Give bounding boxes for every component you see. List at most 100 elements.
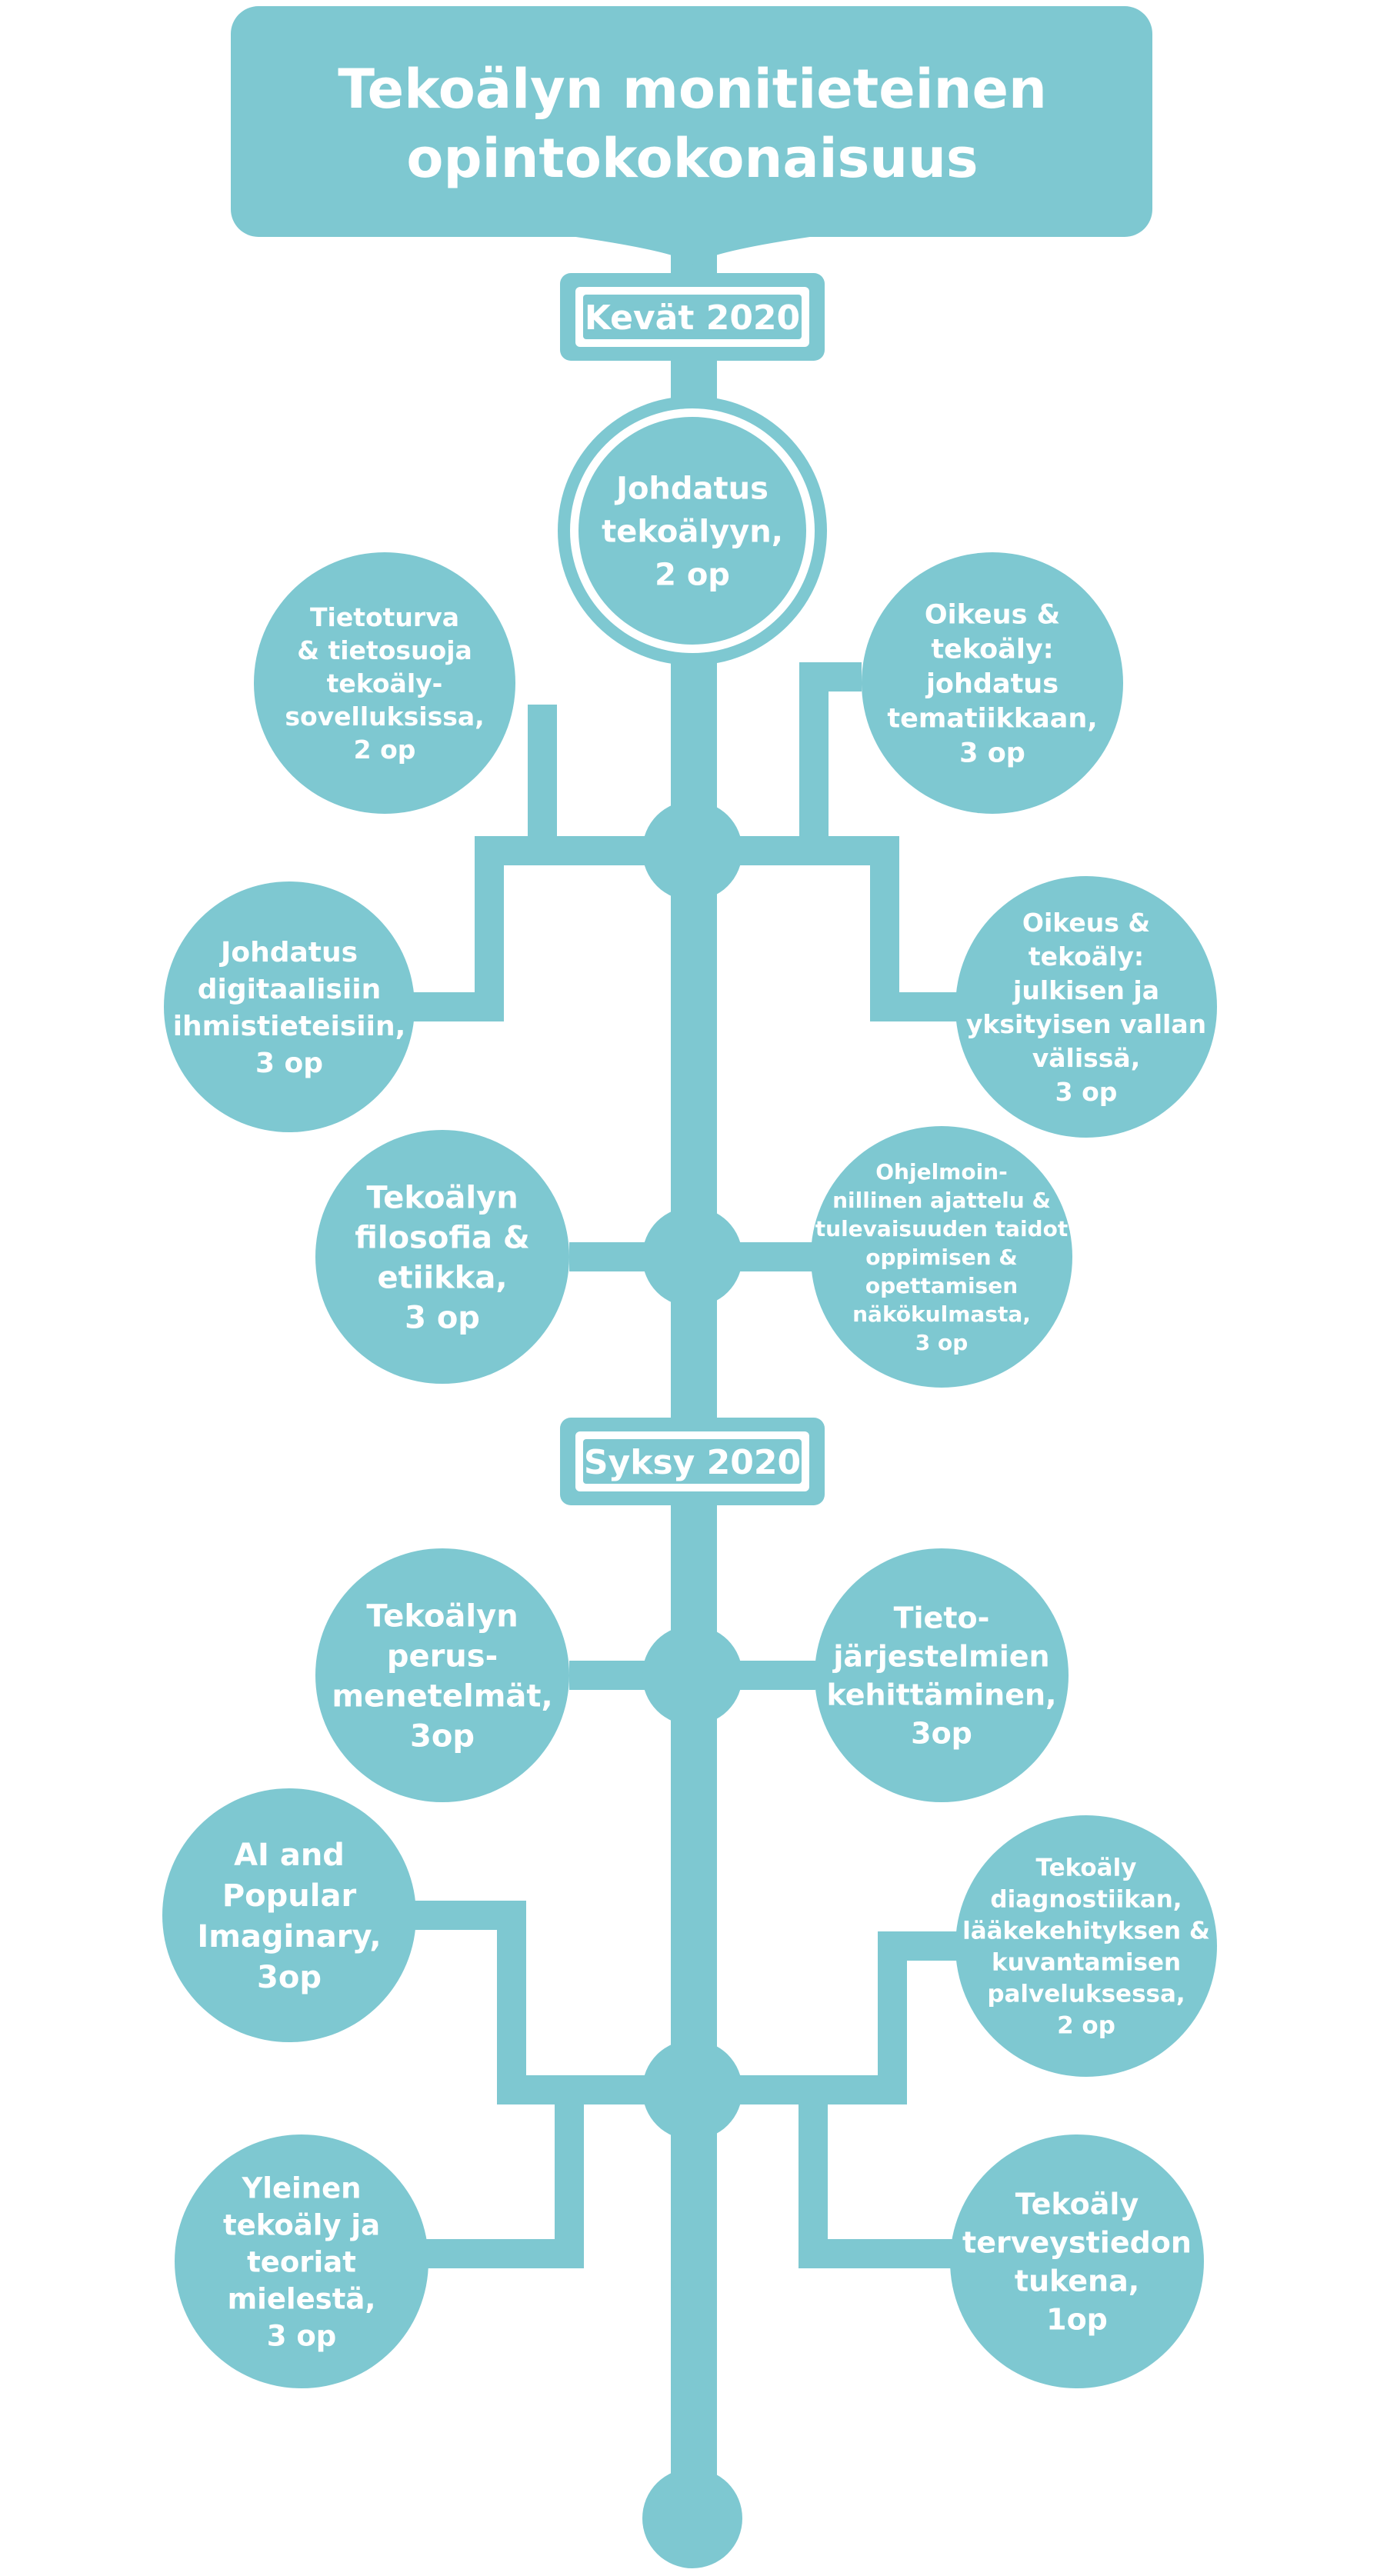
course-label-oikeus-vallan-line: tekoäly:	[1029, 941, 1144, 971]
course-label-filosofia-etiikka: Tekoälyn filosofia & etiikka, 3 op	[355, 1180, 530, 1335]
course-circle-terveystieto	[950, 2134, 1204, 2388]
course-label-oikeus-tematiikka-line: tematiikkaan,	[887, 704, 1097, 735]
course-label-terveystieto: Tekoäly terveystiedon tukena, 1op	[962, 2188, 1192, 2337]
end-node	[642, 2468, 742, 2568]
section-label-autumn: Syksy 2020	[584, 1443, 801, 1482]
course-label-filosofia-etiikka-line: etiikka,	[377, 1260, 507, 1295]
course-circle-perusmenetelmat	[315, 1548, 569, 1802]
course-label-digitaaliset-ihmistieteet-line: digitaalisiin	[198, 974, 381, 1005]
course-circle-tietoturva	[254, 552, 515, 814]
course-label-digitaaliset-ihmistieteet-line: Johdatus	[218, 937, 358, 968]
connector-oikeus-vallan	[692, 836, 969, 1021]
course-circle-johdatus-tekoalyyn	[578, 417, 806, 645]
course-label-ai-popular-imaginary-line: Imaginary,	[197, 1919, 381, 1954]
course-label-ai-popular-imaginary-line: 3op	[257, 1960, 322, 1995]
course-label-tietoturva-line: sovelluksissa,	[285, 701, 484, 731]
course-label-diagnostiikka-line: 2 op	[1057, 2012, 1115, 2040]
course-label-yleinen-tekoaly: Yleinen tekoäly ja teoriat mielestä, 3 op	[223, 2171, 380, 2352]
connector-digitaaliset	[408, 836, 692, 1021]
course-label-ai-popular-imaginary-line: AI and	[234, 1838, 345, 1873]
junction-node	[642, 1207, 742, 1307]
course-label-tietoturva-line: Tietoturva	[310, 602, 459, 632]
course-circle-oikeus-tematiikka	[862, 552, 1123, 814]
course-label-tietoturva-line: 2 op	[354, 735, 416, 765]
course-label-oikeus-vallan-line: julkisen ja	[1012, 975, 1159, 1005]
course-label-yleinen-tekoaly-line: teoriat	[247, 2245, 356, 2278]
course-label-oikeus-tematiikka-line: tekoäly:	[931, 635, 1053, 665]
course-label-terveystieto-line: Tekoäly	[1015, 2188, 1139, 2221]
course-label-johdatus-tekoalyyn-line: 2 op	[655, 557, 730, 592]
course-label-ohjelmoinnillinen-ajattelu: Ohjelmoin-nillinen ajattelu & tulevaisuud…	[815, 1159, 1068, 1355]
title-box-notch	[531, 231, 854, 265]
course-label-ohjelmoinnillinen-ajattelu-line: Ohjelmoin-	[875, 1159, 1008, 1185]
course-label-filosofia-etiikka-line: 3 op	[405, 1300, 480, 1335]
course-circle-filosofia-etiikka	[315, 1130, 569, 1384]
course-label-terveystieto-line: 1op	[1046, 2303, 1108, 2337]
course-label-ohjelmoinnillinen-ajattelu-line: näkökulmasta,	[852, 1301, 1031, 1327]
course-label-perusmenetelmat-line: 3op	[410, 1718, 475, 1754]
course-circle-oikeus-vallan	[955, 876, 1217, 1138]
course-circle-diagnostiikka	[955, 1815, 1217, 2077]
course-label-diagnostiikka-line: lääkekehityksen &	[962, 1918, 1210, 1945]
course-label-diagnostiikka-line: kuvantamisen	[992, 1949, 1181, 1977]
course-label-filosofia-etiikka-line: Tekoälyn	[366, 1180, 518, 1215]
course-label-johdatus-tekoalyyn-line: Johdatus	[614, 471, 769, 506]
title-text-line: Tekoälyn monitieteinen	[338, 58, 1047, 121]
title-box	[231, 6, 1152, 237]
course-label-ohjelmoinnillinen-ajattelu-line: oppimisen &	[865, 1245, 1017, 1270]
junction-node	[642, 2040, 742, 2140]
course-circle-yleinen-tekoaly	[175, 2134, 428, 2388]
section-box-inner	[583, 295, 802, 339]
course-circle-tietojarjestelmat	[815, 1548, 1069, 1802]
connector-ai-imaginary	[400, 1901, 692, 2104]
course-label-diagnostiikka-line: diagnostiikan,	[990, 1886, 1182, 1914]
connector-terveystieto	[692, 2075, 977, 2268]
course-label-terveystieto-line: tukena,	[1015, 2264, 1139, 2298]
course-label-digitaaliset-ihmistieteet-line: ihmistieteisiin,	[173, 1011, 406, 1042]
diagram-shapes	[162, 6, 1217, 2568]
course-label-ohjelmoinnillinen-ajattelu-line: opettamisen	[865, 1273, 1018, 1298]
course-circle-ohjelmoinnillinen-ajattelu	[811, 1126, 1072, 1388]
course-label-tietojarjestelmat-line: 3op	[911, 1717, 972, 1751]
title-text-line: opintokokonaisuus	[406, 127, 978, 190]
junction-node	[642, 801, 742, 901]
course-label-ai-popular-imaginary-line: Popular	[222, 1878, 357, 1914]
course-label-tietojarjestelmat-line: järjestelmien	[832, 1640, 1049, 1674]
course-label-ohjelmoinnillinen-ajattelu-line: nillinen ajattelu &	[832, 1188, 1051, 1213]
course-label-yleinen-tekoaly-line: mielestä,	[228, 2282, 376, 2315]
course-label-filosofia-etiikka-line: filosofia &	[355, 1220, 530, 1255]
course-label-oikeus-vallan-line: 3 op	[1055, 1077, 1118, 1107]
course-label-yleinen-tekoaly-line: tekoäly ja	[223, 2208, 380, 2241]
course-label-oikeus-tematiikka: Oikeus & tekoäly: johdatus tematiikkaan,3 o…	[887, 600, 1097, 769]
connector-yleinen	[423, 2075, 692, 2268]
course-label-terveystieto-line: terveystiedon	[962, 2226, 1192, 2260]
section-label-spring: Kevät 2020	[585, 298, 800, 338]
course-label-ohjelmoinnillinen-ajattelu-line: 3 op	[915, 1330, 969, 1355]
junction-node	[642, 1625, 742, 1725]
course-label-tietoturva-line: tekoäly-	[327, 668, 443, 698]
section-box-inner	[583, 1439, 802, 1484]
course-circle-digitaaliset-ihmistieteet	[164, 881, 415, 1132]
course-label-oikeus-tematiikka-line: 3 op	[959, 738, 1025, 769]
course-label-yleinen-tekoaly-line: 3 op	[267, 2319, 337, 2352]
course-label-oikeus-vallan-line: välissä,	[1032, 1043, 1141, 1073]
course-label-tietojarjestelmat-line: kehittäminen,	[826, 1678, 1056, 1712]
course-label-ohjelmoinnillinen-ajattelu-line: tulevaisuuden taidot	[815, 1216, 1068, 1241]
course-label-oikeus-tematiikka-line: Oikeus &	[925, 600, 1060, 631]
course-label-diagnostiikka-line: Tekoäly	[1036, 1855, 1137, 1882]
course-label-yleinen-tekoaly-line: Yleinen	[241, 2171, 361, 2204]
course-label-diagnostiikka: Tekoäly diagnostiikan, lääkekehityksen & ku…	[962, 1855, 1210, 2040]
course-label-perusmenetelmat-line: perus-	[387, 1638, 498, 1674]
course-label-oikeus-tematiikka-line: johdatus	[925, 669, 1059, 700]
course-label-oikeus-vallan-line: yksityisen vallan	[966, 1009, 1206, 1039]
course-label-tietoturva-line: & tietosuoja	[297, 635, 472, 665]
course-label-perusmenetelmat-line: Tekoälyn	[366, 1598, 518, 1634]
